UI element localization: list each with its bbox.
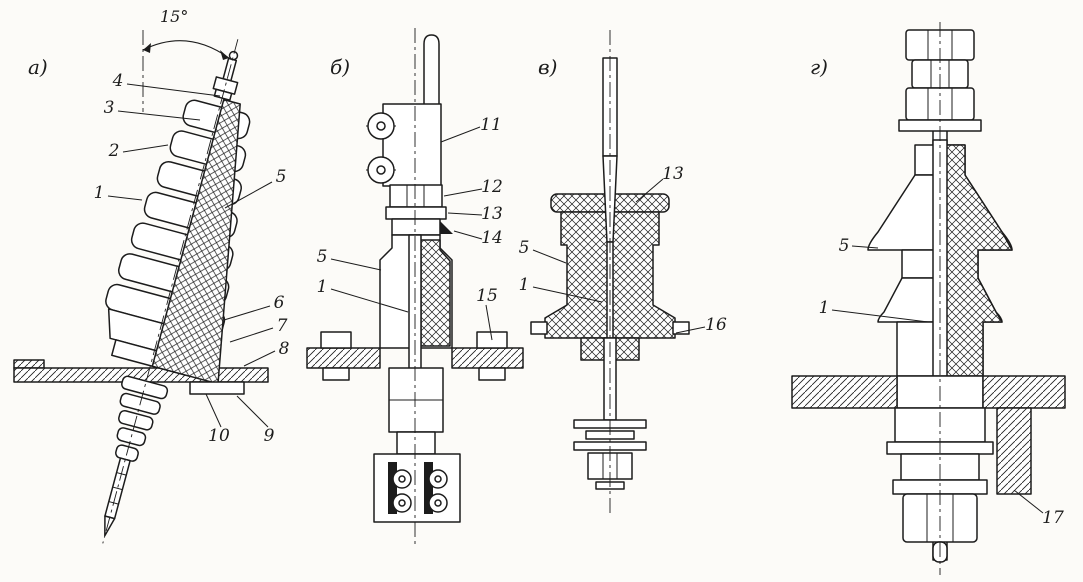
callout-16: 16 xyxy=(705,315,727,335)
callout-9: 9 xyxy=(264,426,275,446)
under-plate-flange xyxy=(189,381,245,395)
lower-neck xyxy=(396,431,436,455)
callout-12: 12 xyxy=(481,177,503,197)
bolt-center xyxy=(398,475,406,483)
leader-line xyxy=(635,178,664,203)
bracket-plate-left xyxy=(791,375,898,409)
panel-a-label: а) xyxy=(28,55,48,79)
panel-b: 11 12 13 14 5 1 15 б) xyxy=(306,28,524,545)
leader-line xyxy=(851,245,879,249)
panel-g: 5 1 17 г) xyxy=(791,22,1066,575)
callout-7: 7 xyxy=(277,316,288,336)
flange-tab-left xyxy=(530,321,548,335)
terminal-box xyxy=(373,453,461,523)
washer-cap xyxy=(385,206,447,220)
callout-14: 14 xyxy=(481,228,503,248)
terminal-bolts xyxy=(392,469,448,513)
arrowhead xyxy=(143,43,151,53)
eyebolt-center xyxy=(376,121,386,131)
panel-g-label: г) xyxy=(810,55,828,79)
flange-plate-left xyxy=(306,347,381,369)
tilted-insulator xyxy=(102,39,251,544)
leader-line xyxy=(447,212,483,216)
leader-line xyxy=(675,326,706,334)
leader-line xyxy=(243,350,276,367)
bracket-rib xyxy=(996,407,1032,495)
pin-thread xyxy=(112,486,123,491)
bolt-center xyxy=(434,475,442,483)
hex-nut xyxy=(389,184,443,208)
callout-1: 1 xyxy=(317,277,328,297)
callout-15: 15 xyxy=(476,286,498,306)
sectioned-insulation xyxy=(420,239,451,347)
leader-line xyxy=(205,393,222,428)
bolt-nut-left xyxy=(322,367,350,381)
leader-line xyxy=(330,288,409,313)
leader-line xyxy=(440,126,481,143)
plate-lip xyxy=(13,359,45,369)
panel-b-label: б) xyxy=(330,55,350,79)
leader-line xyxy=(532,249,567,264)
sectioned-half xyxy=(939,144,1013,377)
callout-13: 13 xyxy=(481,204,503,224)
gland-collar xyxy=(391,218,441,236)
callout-4: 4 xyxy=(112,71,124,91)
leader-line xyxy=(224,181,273,209)
panel-a: 15° 4 3 2 1 5 6 7 8 10 9 а) xyxy=(13,7,290,544)
callout-2: 2 xyxy=(108,141,120,161)
bolt-head-left xyxy=(320,331,352,349)
eyebolt-center xyxy=(376,165,386,175)
clamp-jaw xyxy=(424,462,433,514)
callout-5: 5 xyxy=(317,247,328,267)
seal-wedge xyxy=(440,221,453,234)
leader-line xyxy=(229,327,274,343)
leader-line xyxy=(126,83,221,97)
leader-line xyxy=(236,395,269,428)
panel-v-label: в) xyxy=(538,55,557,79)
flange-plate-right xyxy=(451,347,524,369)
leader-line xyxy=(107,195,143,201)
leader-line xyxy=(453,230,483,240)
leader-line xyxy=(443,188,483,197)
callout-5: 5 xyxy=(519,238,530,258)
leader-line xyxy=(117,110,201,121)
clamp-jaw xyxy=(388,462,397,514)
angle-arc xyxy=(142,40,230,59)
panel-v: 13 5 1 16 в) xyxy=(519,30,727,515)
callout-10: 10 xyxy=(208,426,230,446)
leader-line xyxy=(330,258,382,271)
leader-line xyxy=(532,286,603,303)
callout-11: 11 xyxy=(480,115,502,135)
leader-line xyxy=(122,144,169,153)
conductor-strip xyxy=(423,34,440,121)
callout-5: 5 xyxy=(276,167,287,187)
callout-1: 1 xyxy=(519,275,530,295)
bolt-center xyxy=(398,499,406,507)
bracket-plate-right xyxy=(982,375,1066,409)
callout-17: 17 xyxy=(1042,508,1064,528)
angle-label: 15° xyxy=(160,7,188,26)
callout-6: 6 xyxy=(274,293,285,313)
axis-centerline xyxy=(102,39,239,544)
leader-line xyxy=(223,305,271,321)
bolt-nut-right xyxy=(478,367,506,381)
arrowhead xyxy=(220,50,229,60)
bolt-center xyxy=(434,499,442,507)
callout-5: 5 xyxy=(839,236,850,256)
callout-1: 1 xyxy=(94,183,105,203)
callout-13: 13 xyxy=(662,164,684,184)
leader-line xyxy=(485,304,493,341)
leader-line xyxy=(831,309,929,323)
leader-line xyxy=(1013,489,1044,514)
callout-1: 1 xyxy=(819,298,830,318)
callout-3: 3 xyxy=(104,98,115,118)
callout-8: 8 xyxy=(279,339,290,359)
